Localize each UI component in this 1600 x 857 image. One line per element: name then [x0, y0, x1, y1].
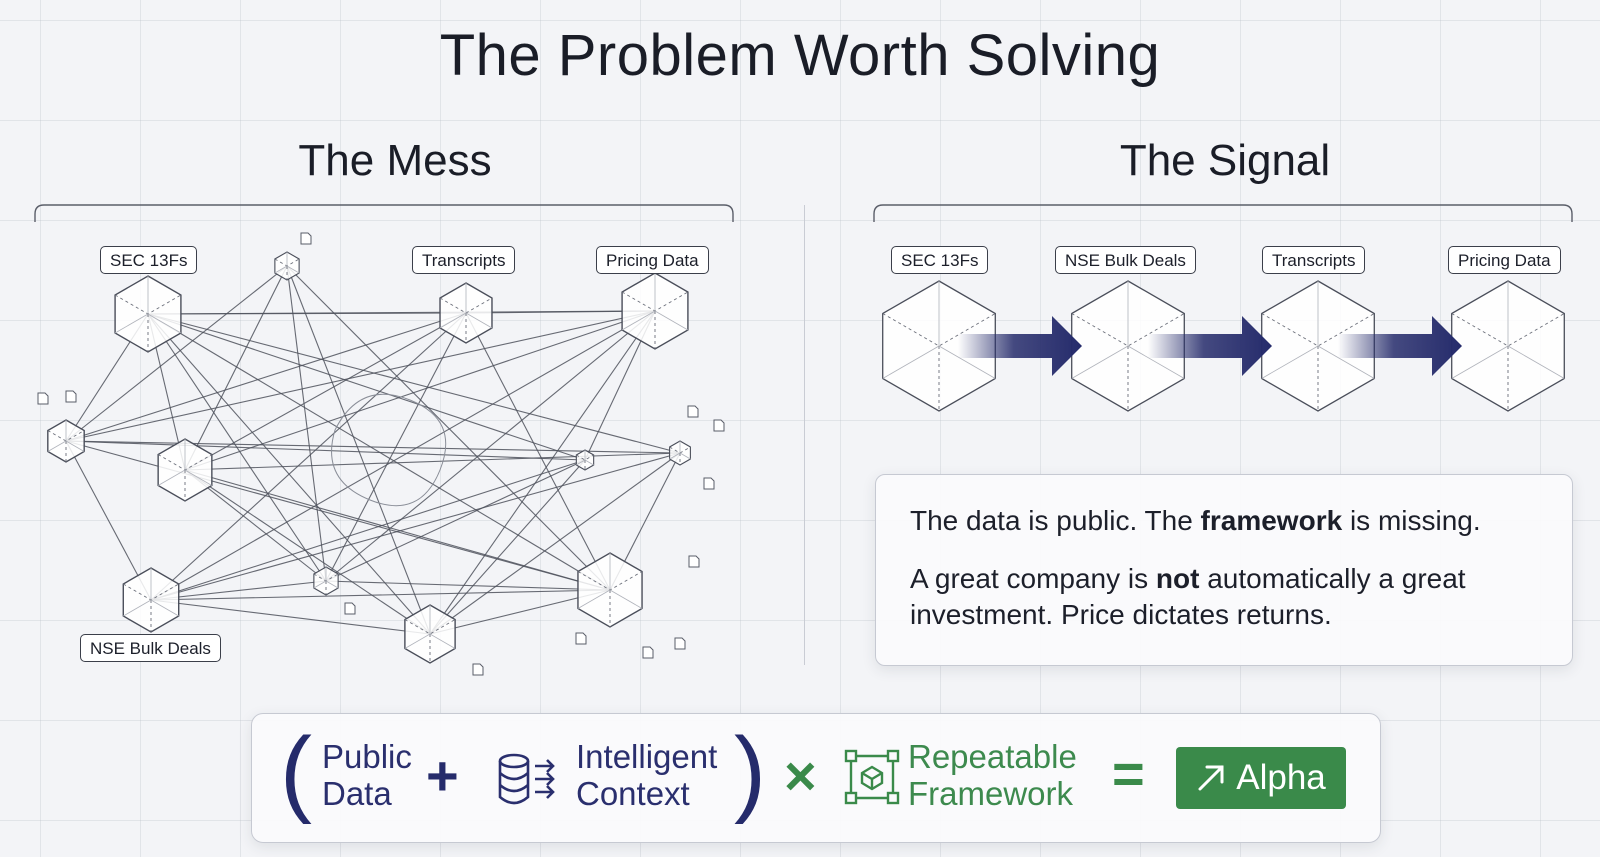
network-edge [65, 440, 681, 454]
document-icon [575, 632, 587, 645]
flow-arrow [958, 316, 1082, 376]
signal-panel-title: The Signal [1119, 136, 1331, 185]
network-node-cube [274, 251, 300, 281]
mess-panel-bracket [34, 204, 734, 222]
signal-step-cube [1451, 280, 1565, 412]
signal-step-cube [882, 280, 996, 412]
document-icon [472, 663, 484, 676]
network-edge [150, 310, 656, 601]
network-edge [184, 310, 656, 471]
term-repeatable-framework: Repeatable Framework [908, 738, 1077, 812]
document-icon [687, 405, 699, 418]
callout-line-1: The data is public. The framework is mis… [910, 505, 1481, 536]
signal-label-pricing-data: Pricing Data [1448, 246, 1561, 274]
network-node-cube [577, 552, 643, 628]
mess-panel-title: The Mess [298, 136, 492, 185]
network-edge [150, 580, 327, 601]
document-icon [65, 390, 77, 403]
network-edge [65, 440, 586, 461]
network-edge [150, 589, 611, 601]
network-edge [325, 459, 586, 582]
network-edge [150, 452, 681, 601]
network-edge [184, 265, 288, 471]
network-edge [150, 312, 467, 601]
mess-label-pricing-data: Pricing Data [596, 246, 709, 274]
network-edge [184, 469, 611, 591]
mess-label-nse-bulk-deals: NSE Bulk Deals [80, 634, 221, 662]
alpha-result: Alpha [1176, 747, 1346, 809]
network-edge [65, 440, 611, 591]
signal-panel-bracket [873, 204, 1573, 222]
network-edge [429, 452, 681, 635]
plus-operator: + [426, 744, 459, 807]
network-node-cube [122, 567, 180, 633]
network-edge [465, 312, 611, 591]
network-edge [65, 440, 152, 601]
network-edge [325, 580, 611, 591]
mess-cubes [47, 251, 691, 664]
flow-arrow [1148, 316, 1272, 376]
network-node-cube [114, 275, 182, 353]
network-tangle [331, 393, 447, 507]
network-edge [150, 599, 431, 635]
times-operator: × [784, 744, 817, 807]
mess-label-transcripts: Transcripts [412, 246, 516, 274]
mess-document-icons [37, 232, 725, 676]
term-intelligent-context: Intelligent Context [576, 738, 718, 812]
term-public-data: Public Data [322, 738, 412, 812]
signal-cubes [882, 280, 1565, 412]
network-node-cube [439, 282, 493, 344]
flow-arrow [1338, 316, 1462, 376]
signal-label-sec-13fs: SEC 13Fs [891, 246, 989, 274]
network-edge [184, 452, 681, 471]
network-node-cube [621, 272, 689, 350]
document-icon [37, 392, 49, 405]
network-node-cube [47, 419, 85, 463]
equals-operator: = [1112, 742, 1145, 805]
network-edge [325, 310, 656, 582]
document-icon [642, 646, 654, 659]
network-edge [147, 313, 586, 461]
network-edge [286, 265, 431, 635]
database-arrows-icon [497, 752, 559, 811]
network-edge [429, 310, 656, 635]
network-node-cube [575, 449, 595, 471]
signal-step-cube [1261, 280, 1375, 412]
signal-arrows [958, 316, 1462, 376]
network-edge [184, 469, 431, 635]
document-icon [300, 232, 312, 245]
close-paren: ) [734, 718, 766, 825]
network-node-cube [313, 566, 339, 596]
network-edge [286, 265, 327, 582]
signal-step-cube [1071, 280, 1185, 412]
network-edge [147, 313, 681, 454]
open-paren: ( [280, 718, 312, 825]
network-node-cube [157, 438, 213, 502]
document-icon [344, 602, 356, 615]
document-icon [703, 477, 715, 490]
network-edge [429, 459, 586, 635]
document-icon [688, 555, 700, 568]
document-icon [713, 419, 725, 432]
callout-line-2: A great company is not automatically a g… [910, 563, 1466, 630]
mess-label-sec-13fs: SEC 13Fs [100, 246, 198, 274]
network-edge [65, 265, 288, 442]
network-node-cube [404, 604, 456, 664]
signal-callout: The data is public. The framework is mis… [875, 474, 1573, 666]
document-icon [674, 637, 686, 650]
signal-label-transcripts: Transcripts [1262, 246, 1366, 274]
trend-arrow-icon [1198, 765, 1224, 791]
page-title: The Problem Worth Solving [439, 23, 1161, 88]
formula-bar: ( Public Data + Intelligent Context ) × [251, 713, 1381, 843]
signal-label-nse-bulk-deals: NSE Bulk Deals [1055, 246, 1196, 274]
panel-divider [804, 205, 805, 665]
network-edge [184, 469, 327, 582]
framework-network-icon [844, 747, 900, 812]
network-edge [150, 459, 586, 601]
network-edge [65, 312, 467, 442]
network-edge [65, 310, 656, 442]
network-node-cube [669, 440, 691, 466]
network-edge [286, 265, 611, 591]
